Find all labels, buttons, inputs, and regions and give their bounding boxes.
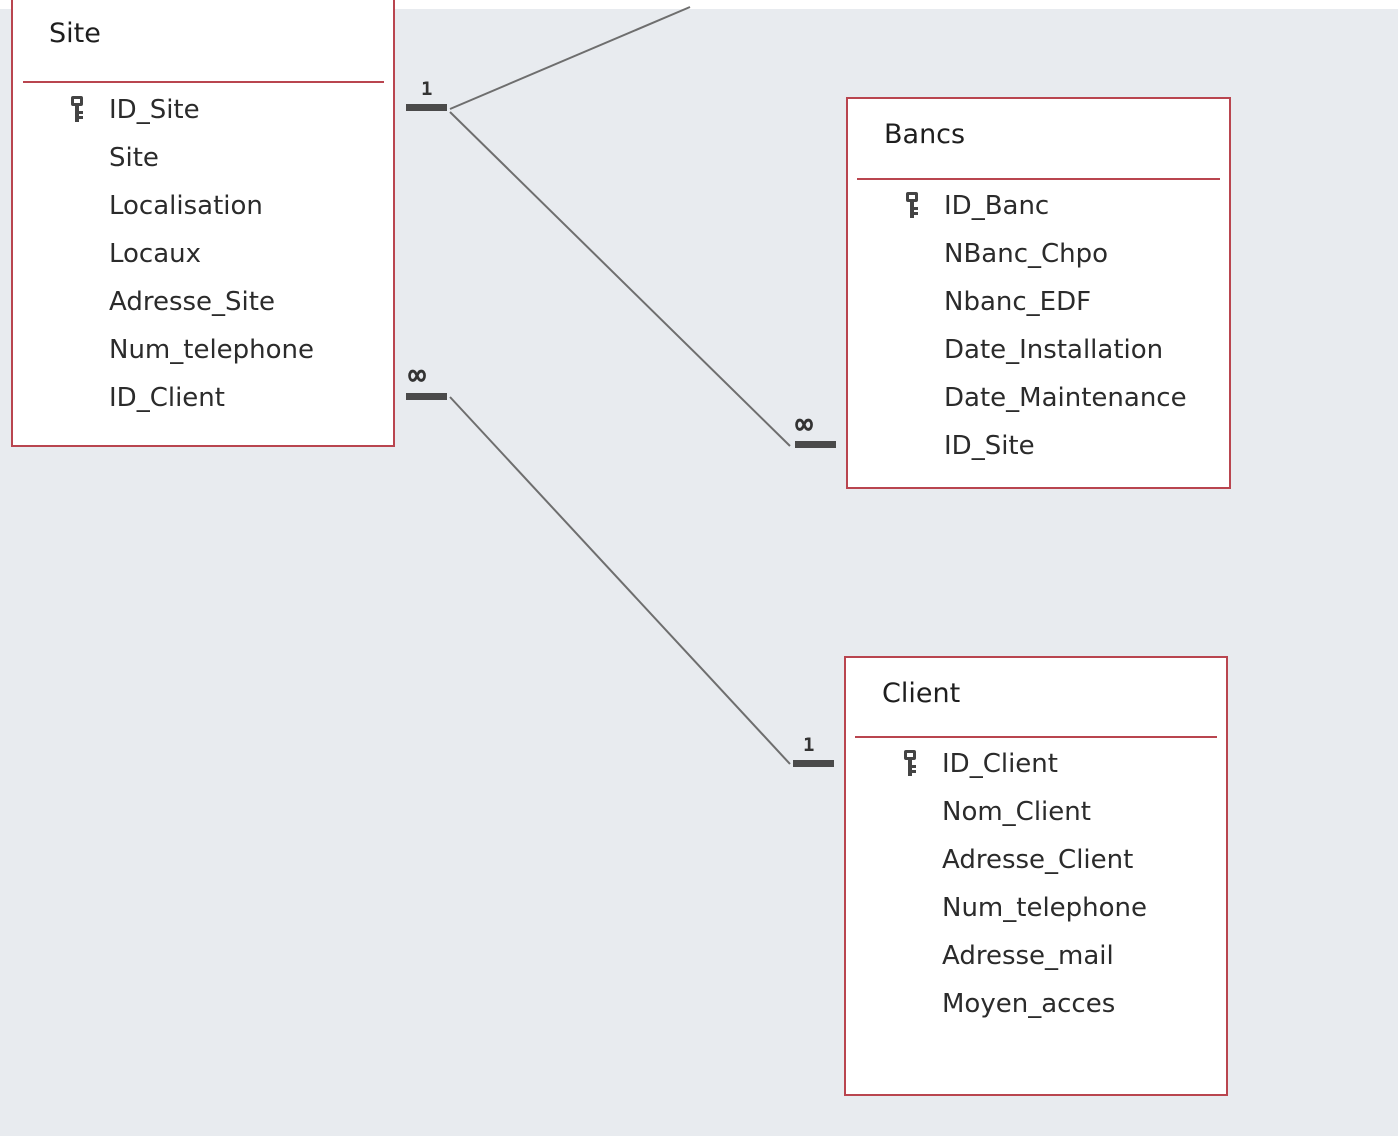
- relationship-line-site-bancs: [449, 111, 791, 447]
- field-list: ID_Client Nom_Client Adresse_Client Num_…: [846, 740, 1226, 1028]
- table-client[interactable]: Client ID_Client Nom_Client Adresse_Clie…: [844, 656, 1228, 1096]
- relationship-line-site-client: [449, 396, 791, 765]
- table-title-text: Client: [882, 678, 961, 709]
- table-site[interactable]: Site ID_Site Site Localisation: [11, 0, 395, 447]
- join-bar-bancs-idsite: [795, 441, 836, 448]
- field-row[interactable]: Adresse_Client: [846, 836, 1226, 884]
- field-name: Num_telephone: [942, 893, 1148, 923]
- key-icon: [906, 192, 918, 218]
- field-name: ID_Site: [944, 431, 1035, 461]
- field-row[interactable]: Nom_Client: [846, 788, 1226, 836]
- top-strip: [0, 0, 1398, 9]
- field-list: ID_Site Site Localisation Locaux Adresse…: [13, 86, 393, 422]
- key-icon: [71, 96, 83, 122]
- field-name: Site: [109, 143, 159, 173]
- table-title[interactable]: Bancs: [848, 99, 1229, 171]
- field-row[interactable]: ID_Site: [13, 86, 393, 134]
- field-name: ID_Banc: [944, 191, 1050, 221]
- field-row[interactable]: ID_Banc: [848, 182, 1229, 230]
- relationship-line-site-offscreen: [449, 6, 691, 110]
- field-row[interactable]: ID_Site: [848, 422, 1229, 470]
- field-row[interactable]: Locaux: [13, 230, 393, 278]
- field-row[interactable]: Site: [13, 134, 393, 182]
- table-title[interactable]: Site: [13, 0, 393, 70]
- field-name: Adresse_mail: [942, 941, 1114, 971]
- field-name: ID_Site: [109, 95, 200, 125]
- table-title-separator: [855, 736, 1217, 738]
- key-icon: [904, 750, 916, 776]
- table-bancs[interactable]: Bancs ID_Banc NBanc_Chpo Nbanc_EDF: [846, 97, 1231, 489]
- field-name: Moyen_acces: [942, 989, 1116, 1019]
- table-title-separator: [857, 178, 1220, 180]
- field-row[interactable]: Num_telephone: [13, 326, 393, 374]
- field-name: Date_Installation: [944, 335, 1164, 365]
- field-name: ID_Client: [109, 383, 225, 413]
- cardinality-client-idclient: 1: [803, 734, 815, 756]
- field-list: ID_Banc NBanc_Chpo Nbanc_EDF Date_Instal…: [848, 182, 1229, 470]
- field-row[interactable]: Moyen_acces: [846, 980, 1226, 1028]
- field-row[interactable]: Num_telephone: [846, 884, 1226, 932]
- field-name: NBanc_Chpo: [944, 239, 1109, 269]
- table-title-text: Site: [49, 18, 101, 49]
- table-title-text: Bancs: [884, 119, 966, 150]
- field-name: Nbanc_EDF: [944, 287, 1092, 317]
- field-row[interactable]: Adresse_mail: [846, 932, 1226, 980]
- field-name: Localisation: [109, 191, 263, 221]
- join-bar-site-idclient: [406, 393, 447, 400]
- cardinality-site-idclient: ∞: [408, 358, 427, 393]
- table-title-separator: [23, 81, 384, 83]
- field-name: ID_Client: [942, 749, 1058, 779]
- field-name: Date_Maintenance: [944, 383, 1187, 413]
- field-name: Nom_Client: [942, 797, 1091, 827]
- join-bar-site-idsite: [406, 104, 447, 111]
- field-row[interactable]: Adresse_Site: [13, 278, 393, 326]
- field-row[interactable]: Localisation: [13, 182, 393, 230]
- field-row[interactable]: Date_Installation: [848, 326, 1229, 374]
- field-row[interactable]: Nbanc_EDF: [848, 278, 1229, 326]
- table-title[interactable]: Client: [846, 658, 1226, 730]
- cardinality-site-idsite: 1: [421, 78, 433, 100]
- cardinality-bancs-idsite: ∞: [795, 407, 814, 442]
- field-name: Adresse_Client: [942, 845, 1134, 875]
- field-row[interactable]: ID_Client: [13, 374, 393, 422]
- field-name: Locaux: [109, 239, 202, 269]
- field-row[interactable]: NBanc_Chpo: [848, 230, 1229, 278]
- field-name: Adresse_Site: [109, 287, 275, 317]
- field-name: Num_telephone: [109, 335, 315, 365]
- field-row[interactable]: Date_Maintenance: [848, 374, 1229, 422]
- join-bar-client-idclient: [793, 760, 834, 767]
- field-row[interactable]: ID_Client: [846, 740, 1226, 788]
